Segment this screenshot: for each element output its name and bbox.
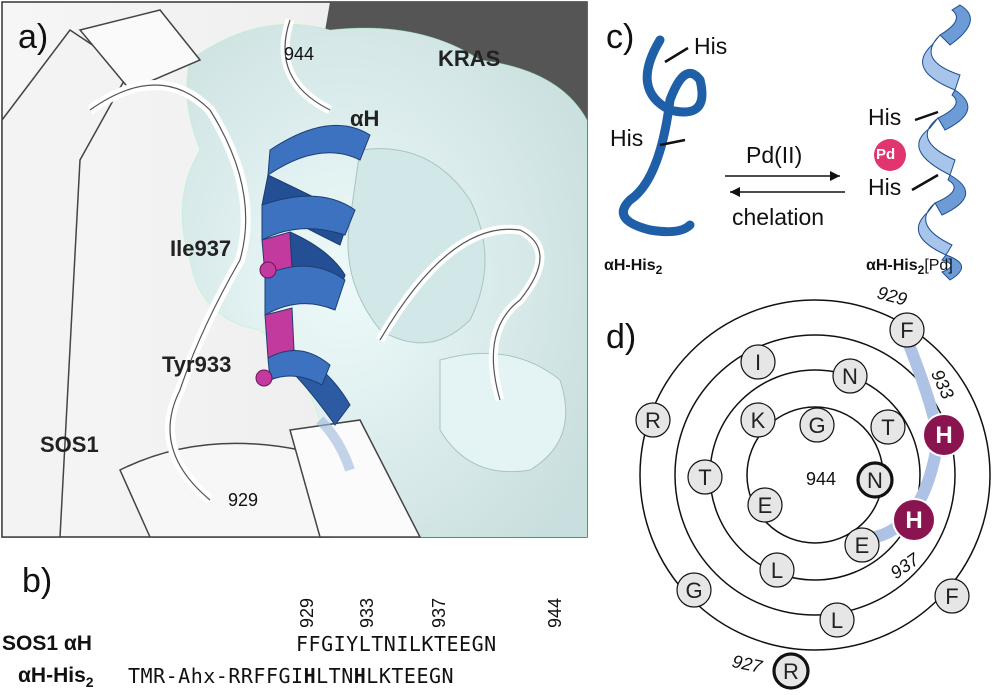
num-944: 944 [806, 469, 837, 489]
left-peptide-name: αH-His2 [604, 257, 663, 278]
residue-letter: E [758, 493, 773, 518]
helical-wheel: F I N R K G T H T N E H E G L F L R [635, 299, 991, 690]
residue-letter: F [900, 318, 913, 343]
residue-letter: H [935, 422, 952, 449]
panel-b-label: b) [22, 562, 53, 600]
his-bond-bottom [659, 138, 686, 147]
tick-929: 929 [297, 597, 317, 628]
tick-937: 937 [429, 597, 449, 628]
residue-circle [934, 578, 970, 614]
residue-letter: H [905, 507, 922, 534]
residue-circle [889, 312, 925, 348]
residue-circle [676, 572, 712, 608]
residue-circle [635, 402, 671, 438]
reagent-label: Pd(II) [746, 142, 803, 168]
palladium-ion [874, 139, 906, 171]
kras-label: KRAS [438, 46, 501, 71]
his2-peptide-sequence: TMR-Ahx-RRFFGIHLTNHLKTEEGN [128, 664, 455, 688]
his-bottom-right: His [868, 174, 902, 200]
process-label: chelation [732, 204, 825, 230]
residue-letter: N [867, 468, 883, 493]
his-bond-top [664, 46, 689, 64]
residue-letter: E [855, 533, 870, 558]
residue-circle [772, 652, 810, 690]
residue-letter: R [783, 659, 799, 684]
residue-letter: N [842, 364, 858, 389]
panel-d-label: d) [606, 318, 637, 356]
residue-circle [687, 459, 723, 495]
residue-circle [832, 358, 868, 394]
residue-letter: K [751, 408, 766, 433]
residue-944-label: 944 [284, 44, 315, 64]
panel-c-label: c) [606, 18, 635, 56]
residue-circle [922, 413, 966, 457]
residue-letter: F [945, 584, 958, 609]
his-top-right: His [868, 104, 902, 130]
pd-label: Pd [876, 146, 896, 163]
sos1-label: SOS1 [40, 432, 99, 457]
residue-letter: I [755, 350, 761, 375]
residue-circle [892, 498, 936, 542]
residue-letter: G [685, 578, 702, 603]
residue-circle [799, 407, 835, 443]
chelation-scheme [618, 4, 971, 281]
residue-circles: F I N R K G T H T N E H E G L F L R [635, 312, 970, 690]
tick-933: 933 [357, 597, 377, 628]
his-top-left: His [694, 33, 728, 59]
residue-circle [740, 402, 776, 438]
residue-circle [856, 461, 894, 499]
residue-letter: L [831, 608, 843, 633]
panel-a-label: a) [18, 18, 49, 56]
his-bottom-left: His [610, 125, 644, 151]
residue-circle [747, 487, 783, 523]
helix-label: αH [350, 106, 380, 131]
his2-peptide-name: αH-His2 [18, 664, 94, 691]
unfolded-peptide [618, 35, 707, 237]
residue-circle [740, 344, 776, 380]
sos1-helix-sequence: FFGIYLTNILKTEEGN [296, 632, 497, 656]
residue-letter: G [808, 413, 825, 438]
residue-circle [870, 409, 906, 445]
protein-structure-image [1, 1, 588, 538]
sos1-helix-name: SOS1 αH [2, 632, 92, 655]
residue-letter: T [881, 415, 894, 440]
residue-letter: T [698, 465, 711, 490]
right-peptide-name: αH-His2[Pd] [866, 257, 953, 278]
residue-letter: R [645, 408, 661, 433]
ile937-label: Ile937 [170, 236, 232, 261]
residue-circle [819, 602, 855, 638]
residue-929-label: 929 [228, 490, 259, 510]
tyr933-label: Tyr933 [162, 352, 232, 377]
tick-944: 944 [545, 597, 565, 628]
his-connector [854, 331, 945, 545]
residue-circle [759, 552, 795, 588]
residue-letter: L [771, 558, 783, 583]
residue-circle [844, 527, 880, 563]
panel-a: a) KRAS SOS1 αH Ile937 Tyr933 944 929 [0, 0, 590, 540]
